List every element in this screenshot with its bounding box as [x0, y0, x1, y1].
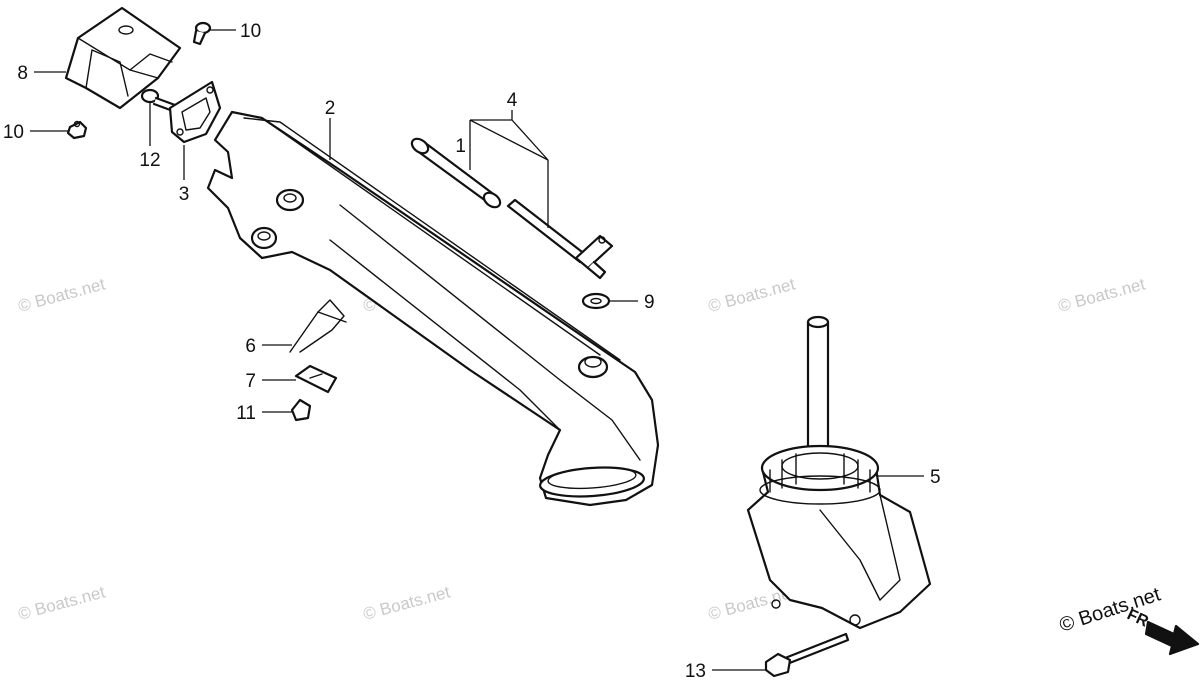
fr-direction-arrow: FR. [1124, 606, 1200, 656]
part-10-nut-left [66, 120, 88, 140]
callout-12: 12 [139, 150, 160, 171]
callout-13: 13 [685, 661, 706, 682]
part-2-housing [206, 110, 660, 507]
callout-10-left: 10 [3, 122, 24, 143]
callout-6: 6 [245, 336, 256, 357]
watermark-6: © Boats.net [361, 582, 452, 623]
watermark-1: © Boats.net [16, 274, 107, 315]
part-11-nut [290, 398, 312, 422]
callout-1: 1 [455, 136, 466, 157]
callout-3: 3 [179, 184, 190, 205]
part-3-gasket [168, 80, 222, 144]
leader-lines [30, 29, 924, 671]
callout-8: 8 [17, 63, 28, 84]
callout-10-top: 10 [240, 21, 261, 42]
part-4-tube [506, 198, 614, 280]
part-1-sleeve [410, 137, 502, 209]
part-7-retainer [294, 364, 338, 394]
part-10-screw-top [192, 21, 212, 46]
watermark-5: © Boats.net [16, 582, 107, 623]
callout-5: 5 [930, 467, 941, 488]
part-6-clip [289, 299, 347, 353]
callout-9: 9 [644, 292, 655, 313]
callout-labels: 1 2 3 4 5 6 7 8 9 10 10 11 12 13 [3, 21, 941, 682]
watermark-3: © Boats.net [706, 274, 797, 315]
callout-11: 11 [236, 403, 256, 424]
part-5-gearcase [746, 315, 932, 630]
callout-7: 7 [245, 371, 256, 392]
part-8-bracket [64, 6, 182, 110]
part-13-bolt [764, 632, 850, 678]
callout-4: 4 [507, 90, 518, 111]
watermark-4: © Boats.net [1056, 274, 1147, 315]
callout-2: 2 [325, 98, 336, 119]
part-9-washer [581, 292, 611, 310]
